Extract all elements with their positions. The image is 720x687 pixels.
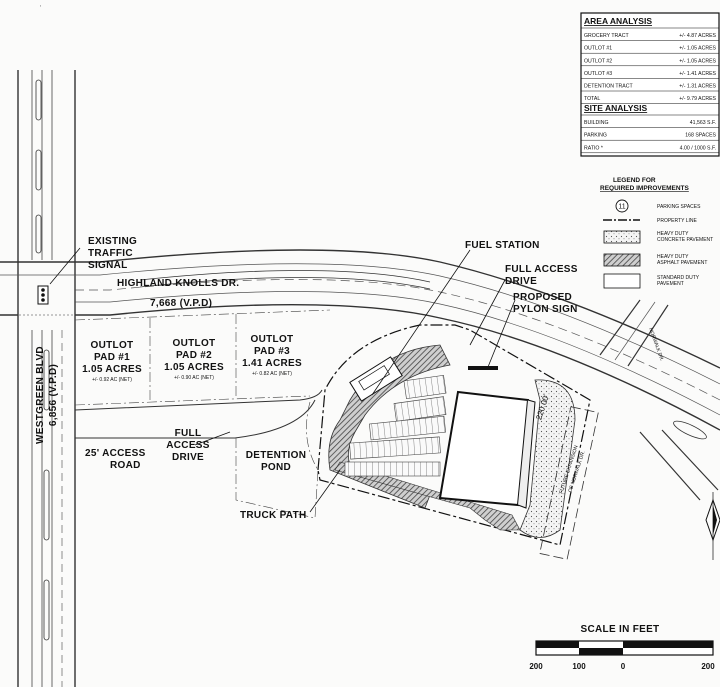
site-analysis-row-label: RATIO * <box>584 145 603 151</box>
site-analysis-row-value: 4.00 / 1000 S.F. <box>680 145 716 151</box>
area-analysis-rows: GROCERY TRACT +/- 4.87 ACRES OUTLOT #1 +/- … <box>581 33 719 104</box>
legend-item-5b: PAVEMENT <box>657 281 684 287</box>
asphalt-pavement-icon <box>603 253 641 267</box>
area-analysis-row-value: +/- 1.05 ACRES <box>679 58 716 64</box>
area-analysis-title: AREA ANALYSIS <box>584 16 652 26</box>
outlot1-l2: PAD #1 <box>94 352 130 363</box>
detention-l2: POND <box>261 462 291 473</box>
future-norwalk-expansion <box>539 406 599 560</box>
outlot2-l4: +/- 0.90 AC (NET) <box>174 375 214 381</box>
outlot-2-label: OUTLOT PAD #2 1.05 ACRES +/- 0.90 AC (NE… <box>164 338 224 381</box>
area-analysis-row-label: TOTAL <box>584 96 600 102</box>
area-analysis-row-value: +/- 1.41 ACRES <box>679 71 716 77</box>
outlot1-l3: 1.05 ACRES <box>82 364 142 375</box>
area-analysis-row-value: +/- 9.79 ACRES <box>679 96 716 102</box>
pylon-l2: PYLON SIGN <box>513 304 578 315</box>
site-analysis-title: SITE ANALYSIS <box>584 103 647 113</box>
access-road <box>74 389 323 439</box>
cropped-text-fragment: , <box>40 2 41 8</box>
site-analysis-row-label: PARKING <box>584 133 607 139</box>
scale-tick-100: 100 <box>572 662 586 671</box>
scale-tick-0: 0 <box>621 662 626 671</box>
full-access-left-l2: ACCESS <box>166 440 210 451</box>
area-analysis-row-value: +/- 1.05 ACRES <box>679 46 716 52</box>
area-analysis-row-value: +/- 4.87 ACRES <box>679 33 716 39</box>
full-access-left-l3: DRIVE <box>172 452 204 463</box>
norwalk-label: NORWALK DR. <box>647 327 665 362</box>
full-access-right-l2: DRIVE <box>505 276 537 287</box>
traffic-signal-icon <box>37 285 49 305</box>
outlot3-l1: OUTLOT <box>251 334 294 345</box>
scale-tick-200-left: 200 <box>529 662 543 671</box>
access-road-l2: ROAD <box>110 460 141 471</box>
legend-item-1: PARKING SPACES <box>657 204 701 210</box>
area-analysis-row-label: OUTLOT #2 <box>584 58 612 64</box>
legend-item-4a: HEAVY DUTY <box>657 254 689 260</box>
legend-item-3b: CONCRETE PAVEMENT <box>657 237 713 243</box>
westgreen-road-name: WESTGREEN BLVD <box>35 346 46 444</box>
parking-symbol-icon <box>615 199 629 213</box>
signal-label-1: EXISTING <box>88 236 137 247</box>
norwalk-dr-road <box>599 299 719 501</box>
pylon-sign-icon <box>468 366 498 370</box>
outlot1-l1: OUTLOT <box>91 340 134 351</box>
full-access-left-l1: FULL <box>175 428 202 439</box>
signal-leader-line <box>49 247 81 285</box>
parking-symbol-number: 11 <box>618 204 625 211</box>
area-analysis-row-label: DETENTION TRACT <box>584 84 633 90</box>
outlot-1-label: OUTLOT PAD #1 1.05 ACRES +/- 0.92 AC (NE… <box>82 340 142 383</box>
area-analysis-row-value: +/- 1.31 ACRES <box>679 84 716 90</box>
full-access-right-l1: FULL ACCESS <box>505 264 578 275</box>
area-analysis-row-label: GROCERY TRACT <box>584 33 630 39</box>
outlot2-l2: PAD #2 <box>176 350 212 361</box>
legend-item-5a: STANDARD DUTY <box>657 275 700 281</box>
access-road-l1: 25' ACCESS <box>85 448 146 459</box>
area-analysis-row-label: OUTLOT #3 <box>584 71 612 77</box>
legend-item-3a: HEAVY DUTY <box>657 231 689 237</box>
legend-title-2: REQUIRED IMPROVEMENTS <box>600 185 690 192</box>
legend: LEGEND FOR REQUIRED IMPROVEMENTS 11 PARK… <box>600 177 713 289</box>
westgreen-vpd: 6,856 (V.P.D) <box>48 364 59 426</box>
concrete-pavement-icon <box>603 230 641 244</box>
site-analysis-rows: BUILDING 41,563 S.F. PARKING 168 SPACES RATI… <box>581 120 719 154</box>
pylon-l1: PROPOSED <box>513 292 572 303</box>
grocery-site <box>317 324 591 546</box>
signal-label-3: SIGNAL <box>88 260 128 271</box>
scale-title: SCALE IN FEET <box>581 624 660 635</box>
westgreen-blvd-road <box>17 70 76 687</box>
legend-item-2: PROPERTY LINE <box>657 218 697 224</box>
outlot-parcels <box>74 309 331 406</box>
outlot3-l3: 1.41 ACRES <box>242 358 302 369</box>
outlot3-l2: PAD #3 <box>254 346 290 357</box>
site-analysis-row-value: 168 SPACES <box>685 133 716 139</box>
intersection <box>17 261 76 316</box>
analysis-table: AREA ANALYSIS GROCERY TRACT +/- 4.87 ACRE… <box>580 12 720 157</box>
fuel-station-label: FUEL STATION <box>465 240 540 251</box>
standard-pavement-icon <box>603 273 641 289</box>
outlot3-l4: +/- 0.82 AC (NET) <box>252 371 292 377</box>
detention-l1: DETENTION <box>246 450 306 461</box>
legend-title-1: LEGEND FOR <box>613 177 656 184</box>
outlot2-l1: OUTLOT <box>173 338 216 349</box>
leader-lines <box>194 249 516 513</box>
signal-label-2: TRAFFIC <box>88 248 133 259</box>
site-analysis-row-value: 41,563 S.F. <box>690 120 716 126</box>
highland-road-name: HIGHLAND KNOLLS DR. <box>117 278 239 289</box>
scale-tick-200-right: 200 <box>701 662 715 671</box>
highland-knolls-road <box>0 249 720 431</box>
site-analysis-row-label: BUILDING <box>584 120 609 126</box>
area-analysis-row-label: OUTLOT #1 <box>584 46 612 52</box>
highland-vpd: 7,668 (V.P.D) <box>150 298 212 309</box>
legend-item-4b: ASPHALT PAVEMENT <box>657 260 707 266</box>
outlot-3-label: OUTLOT PAD #3 1.41 ACRES +/- 0.82 AC (NE… <box>242 334 302 377</box>
outlot2-l3: 1.05 ACRES <box>164 362 224 373</box>
scale-bar: SCALE IN FEET 200 100 0 200 <box>529 624 715 671</box>
truck-path-label: TRUCK PATH <box>240 510 307 521</box>
outlot1-l4: +/- 0.92 AC (NET) <box>92 377 132 383</box>
north-arrow-icon <box>705 492 720 560</box>
